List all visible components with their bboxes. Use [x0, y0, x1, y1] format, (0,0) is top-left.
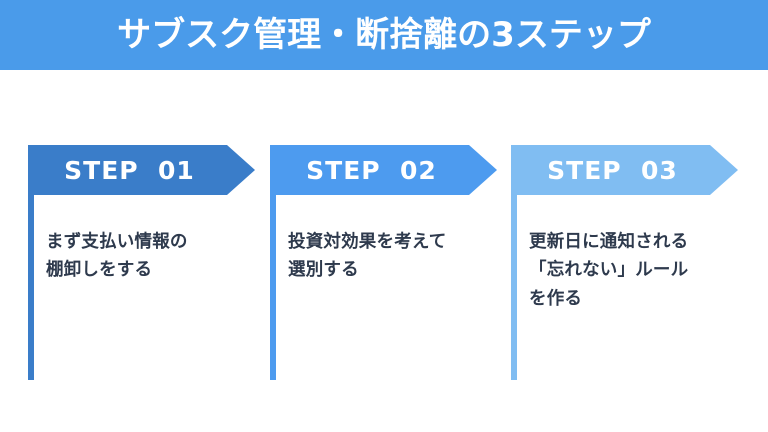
step-badge-3: STEP 03: [511, 145, 738, 195]
step-badge-label-2: STEP 02: [306, 155, 437, 185]
step-body-line: 「忘れない」ルール: [529, 260, 689, 281]
step-rail-3: [511, 195, 517, 380]
slide-title: サブスク管理・断捨離の3ステップ: [117, 15, 651, 55]
step-badge-label-3: STEP 03: [547, 155, 678, 185]
step-body-line: 棚卸しをする: [46, 260, 153, 281]
step-column-2: STEP 02: [270, 145, 516, 195]
step-column-3: STEP 03: [511, 145, 757, 195]
step-rail-1: [28, 195, 34, 380]
slide-header-banner: サブスク管理・断捨離の3ステップ: [0, 0, 768, 70]
steps-container: STEP 01 まず支払い情報の 棚卸しをする STEP 02 投資対効果を考え…: [0, 70, 768, 432]
step-badge-2: STEP 02: [270, 145, 497, 195]
step-rail-2: [270, 195, 276, 380]
step-body-line: 選別する: [288, 260, 359, 281]
step-badge-1: STEP 01: [28, 145, 255, 195]
step-body-3: 更新日に通知される 「忘れない」ルール を作る: [529, 228, 744, 313]
step-column-1: STEP 01: [28, 145, 274, 195]
step-body-line: 投資対効果を考えて: [288, 232, 447, 252]
step-badge-label-1: STEP 01: [64, 155, 195, 185]
step-body-line: 更新日に通知される: [529, 232, 689, 252]
step-body-1: まず支払い情報の 棚卸しをする: [46, 228, 261, 285]
step-body-line: を作る: [529, 288, 583, 309]
step-body-2: 投資対効果を考えて 選別する: [288, 228, 503, 285]
step-body-line: まず支払い情報の: [46, 232, 188, 252]
